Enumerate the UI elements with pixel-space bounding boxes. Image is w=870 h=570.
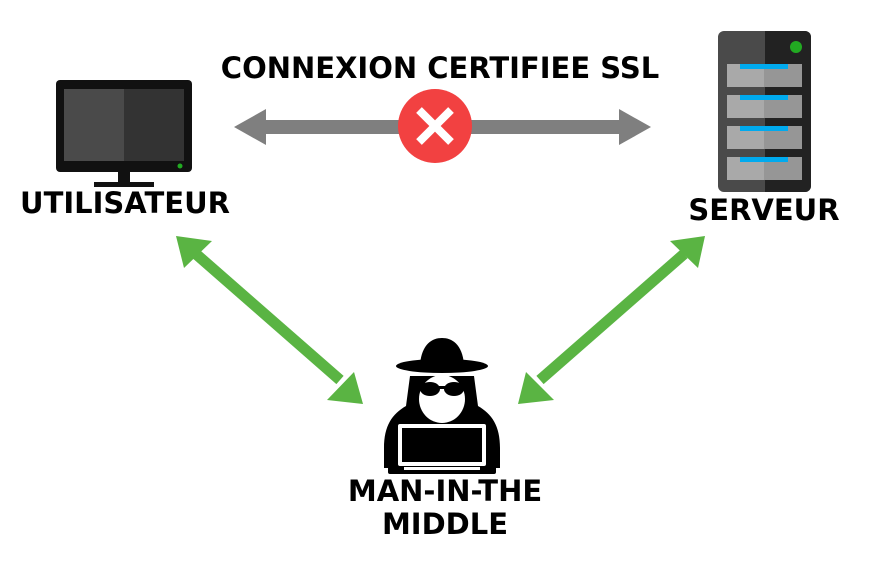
user-label: UTILISATEUR	[20, 186, 230, 220]
hacker-icon	[384, 338, 500, 474]
attacker-label-line1: MAN-IN-THE	[347, 474, 543, 508]
monitor-icon	[56, 80, 192, 187]
server-tower-icon	[718, 31, 811, 192]
attacker-label: MAN-IN-THE MIDDLE	[330, 474, 560, 542]
server-attacker-arrow	[518, 236, 705, 404]
ssl-connection-title: CONNEXION CERTIFIEE SSL	[220, 51, 660, 85]
red-x-icon	[398, 89, 472, 163]
user-attacker-arrow	[176, 236, 363, 404]
server-label: SERVEUR	[688, 193, 840, 227]
attacker-label-line2: MIDDLE	[381, 507, 509, 542]
